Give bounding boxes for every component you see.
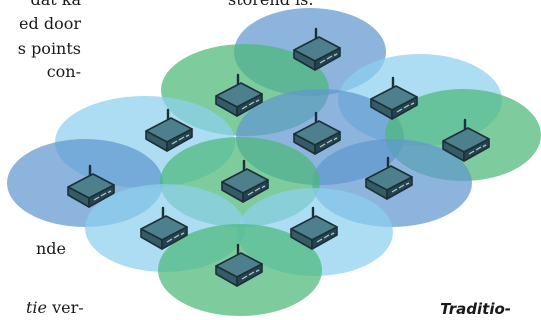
coverage-cells	[7, 8, 541, 316]
text-fragment-line-2: ed door	[19, 14, 81, 33]
text-fragment-line-6-rest: ver-	[52, 298, 84, 317]
text-fragment-line-6-italic: tie	[26, 298, 48, 317]
text-fragment-line-6: tie ver-	[26, 296, 84, 320]
text-fragment-line-1: dat ka	[30, 0, 81, 12]
text-fragment-line-4: con-	[46, 62, 81, 81]
text-fragment-line-5: nde	[36, 239, 67, 258]
figure-caption: Traditio-	[440, 300, 511, 318]
text-fragment-top-right: storend is.	[228, 0, 313, 12]
text-fragment-line-3: s points	[17, 39, 81, 58]
